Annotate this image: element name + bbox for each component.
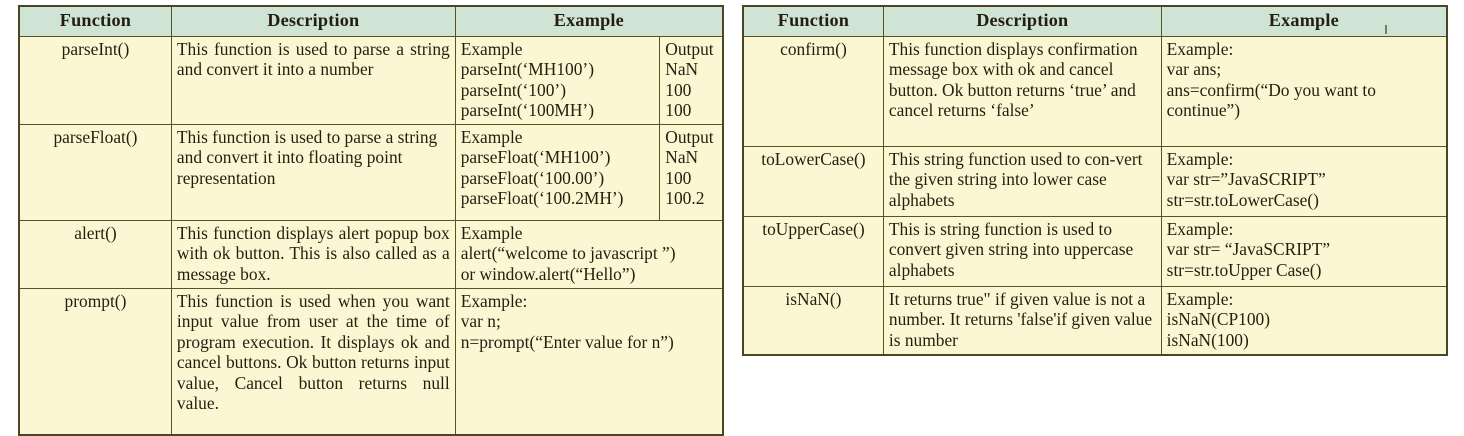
- description-cell: This is string function is used to conve…: [882, 216, 1162, 287]
- example-cell: Example alert(“welcome to javascript ”) …: [454, 220, 724, 289]
- left-function-table: Function Description Example parseInt() …: [18, 5, 724, 436]
- output-cell: Output NaN 100 100.2: [659, 124, 724, 221]
- function-name-cell: parseInt(): [18, 36, 172, 125]
- example-cell: Example: isNaN(CP100) isNaN(100): [1160, 286, 1448, 355]
- right-table-body: confirm() This function displays confirm…: [742, 36, 1448, 355]
- description-cell: It returns true" if given value is not a…: [882, 286, 1162, 355]
- column-header-function: Function: [742, 5, 884, 37]
- description-cell: This function is used to parse a string …: [170, 36, 456, 125]
- description-cell: This function is used when you want inpu…: [170, 288, 456, 435]
- table-header-row: Function Description Example: [18, 5, 724, 37]
- right-table-header: Function Description Example: [742, 5, 1448, 37]
- column-header-description: Description: [882, 5, 1162, 37]
- function-name-cell: alert(): [18, 220, 172, 289]
- function-name-cell: confirm(): [742, 36, 884, 147]
- description-cell: This function is used to parse a string …: [170, 124, 456, 221]
- output-cell: Output NaN 100 100: [659, 36, 724, 125]
- scan-artifact-mark: [1385, 25, 1387, 34]
- table-row: prompt() This function is used when you …: [18, 288, 724, 435]
- right-function-table: Function Description Example confirm() T…: [742, 5, 1448, 356]
- example-cell: Example: var n; n=prompt(“Enter value fo…: [454, 288, 724, 435]
- column-header-description: Description: [170, 5, 456, 37]
- table-row: isNaN() It returns true" if given value …: [742, 286, 1448, 355]
- table-row: parseInt() This function is used to pars…: [18, 36, 724, 125]
- example-cell: Example parseFloat(‘MH100’) parseFloat(‘…: [454, 124, 661, 221]
- function-name-cell: isNaN(): [742, 286, 884, 355]
- description-cell: This function displays alert popup box w…: [170, 220, 456, 289]
- left-function-table-wrapper: Function Description Example parseInt() …: [18, 5, 724, 436]
- table-row: alert() This function displays alert pop…: [18, 220, 724, 289]
- example-cell: Example: var str= “JavaSCRIPT” str=str.t…: [1160, 216, 1448, 287]
- function-name-cell: prompt(): [18, 288, 172, 435]
- description-cell: This string function used to con-vert th…: [882, 146, 1162, 217]
- example-cell: Example parseInt(‘MH100’) parseInt(‘100’…: [454, 36, 661, 125]
- table-row: confirm() This function displays confirm…: [742, 36, 1448, 147]
- right-function-table-wrapper: Function Description Example confirm() T…: [742, 5, 1448, 356]
- table-row: toLowerCase() This string function used …: [742, 146, 1448, 217]
- description-cell: This function displays confirmation mess…: [882, 36, 1162, 147]
- column-header-function: Function: [18, 5, 172, 37]
- example-cell: Example: var ans; ans=confirm(“Do you wa…: [1160, 36, 1448, 147]
- table-header-row: Function Description Example: [742, 5, 1448, 37]
- example-cell: Example: var str=”JavaSCRIPT” str=str.to…: [1160, 146, 1448, 217]
- table-row: toUpperCase() This is string function is…: [742, 216, 1448, 287]
- left-table-body: parseInt() This function is used to pars…: [18, 36, 724, 435]
- column-header-example: Example: [1160, 5, 1448, 37]
- table-row: parseFloat() This function is used to pa…: [18, 124, 724, 221]
- function-name-cell: toLowerCase(): [742, 146, 884, 217]
- left-table-header: Function Description Example: [18, 5, 724, 37]
- function-name-cell: toUpperCase(): [742, 216, 884, 287]
- function-name-cell: parseFloat(): [18, 124, 172, 221]
- column-header-example: Example: [454, 5, 724, 37]
